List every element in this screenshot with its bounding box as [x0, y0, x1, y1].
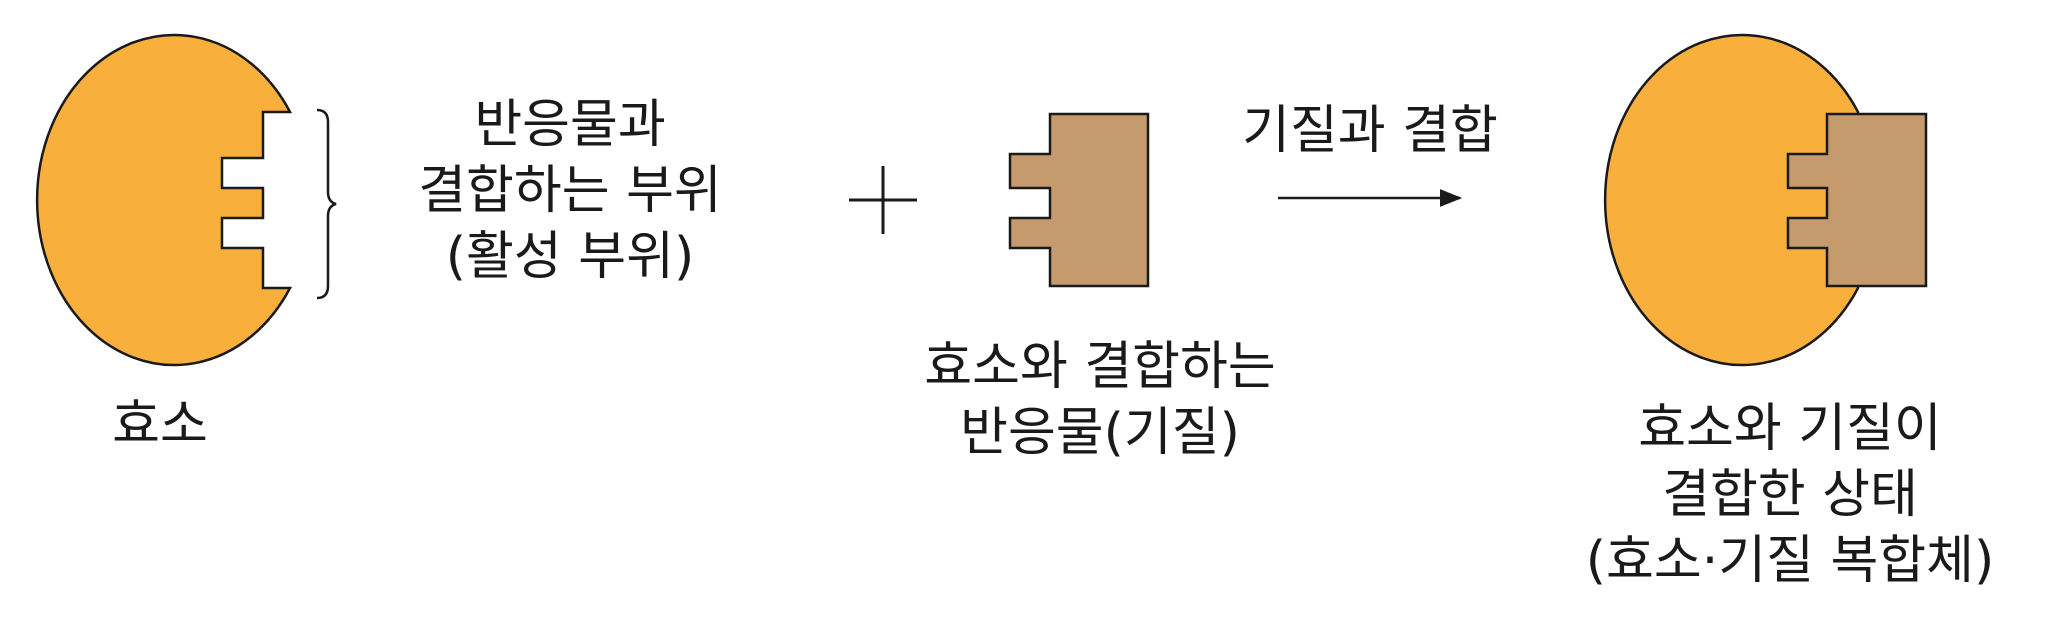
- substrate-shape: [1008, 112, 1150, 288]
- active-site-brace-icon: [316, 108, 337, 300]
- substrate-label: 효소와 결합하는 반응물(기질): [924, 337, 1276, 463]
- complex-substrate-shape: [1786, 112, 1928, 288]
- active-site-label: 반응물과 결합하는 부위 (활성 부위): [418, 95, 722, 287]
- enzyme-label: 효소: [112, 395, 208, 455]
- arrow-label: 기질과 결합: [1242, 101, 1498, 161]
- plus-icon: [849, 166, 917, 234]
- complex-label: 효소와 기질이 결합한 상태 (효소·기질 복합체): [1585, 399, 1995, 591]
- complex-enzyme-shape: [1603, 33, 1860, 367]
- enzyme-shape: [35, 33, 293, 367]
